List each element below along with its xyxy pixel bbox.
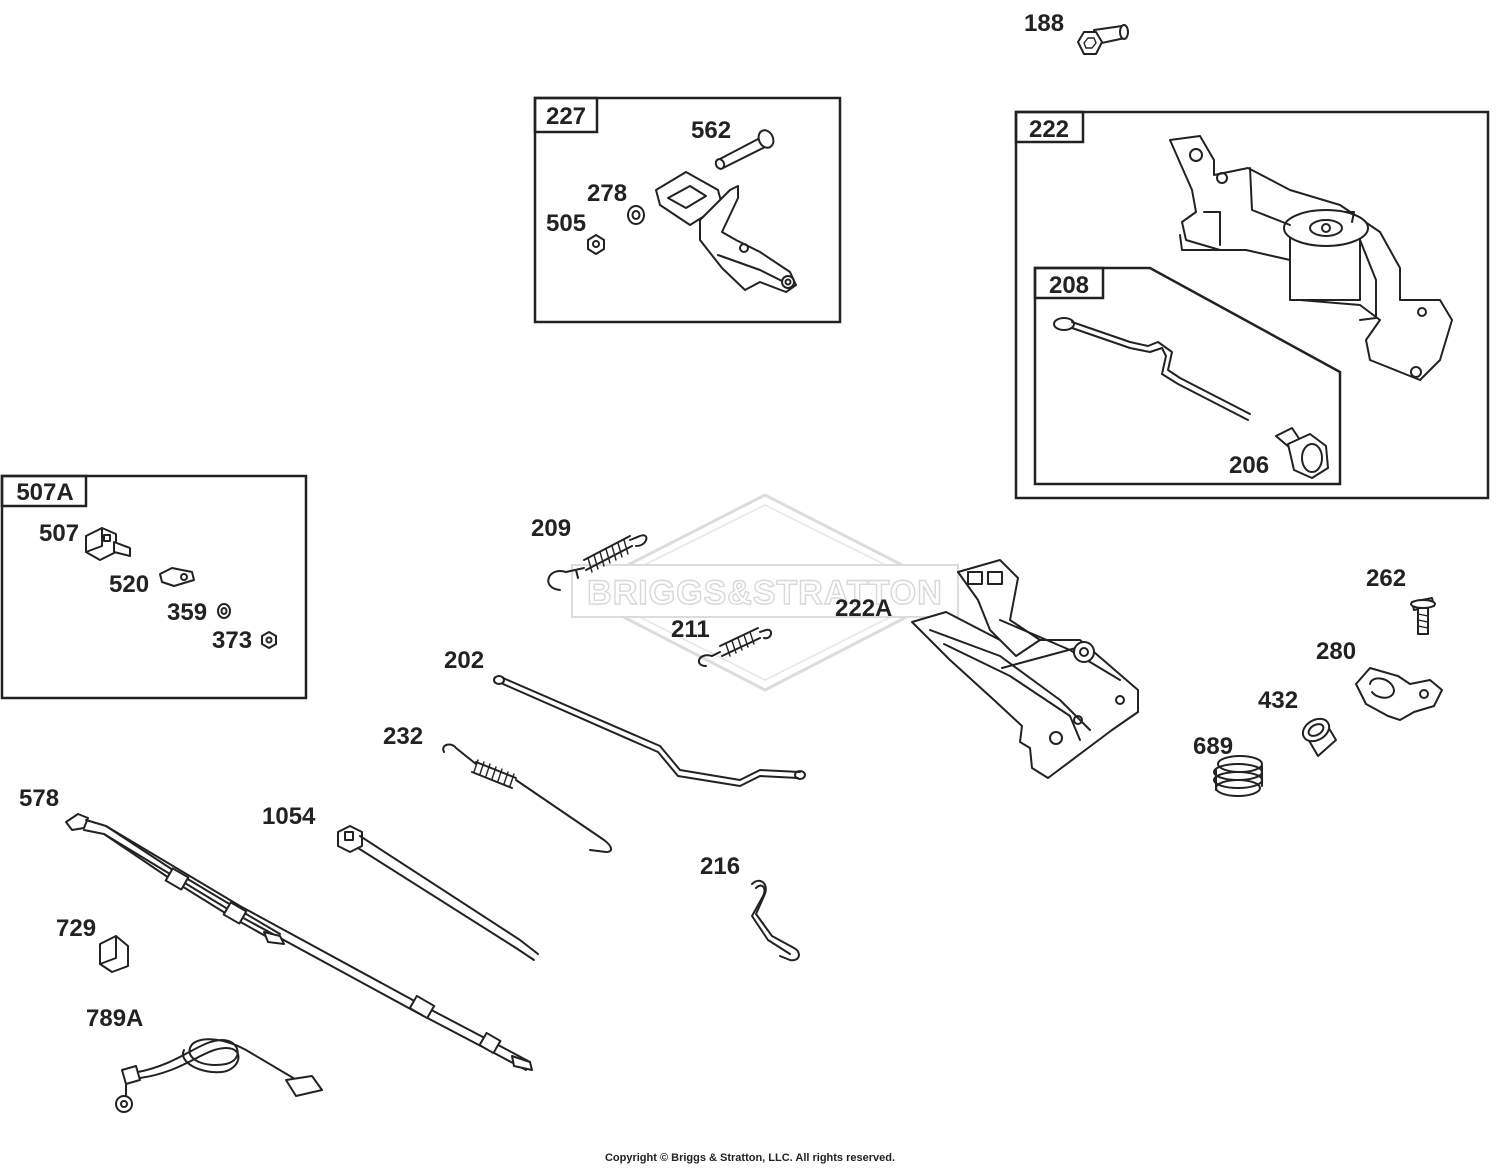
callout-729: 729 (56, 915, 96, 942)
copyright-notice: Copyright © Briggs & Stratton, LLC. All … (604, 1152, 896, 1164)
callout-209: 209 (531, 515, 571, 542)
nut-505[interactable] (587, 234, 605, 255)
callout-232: 232 (383, 723, 423, 750)
rod-202[interactable] (493, 675, 806, 787)
governor-bracket-222[interactable] (1169, 135, 1453, 381)
group-227: 227 (533, 96, 842, 324)
callout-262: 262 (1366, 565, 1406, 592)
callout-520: 520 (109, 571, 149, 598)
group-222: 222 (1014, 110, 1490, 500)
screw-262[interactable] (1410, 597, 1436, 635)
callout-578: 578 (19, 785, 59, 812)
callout-505: 505 (546, 210, 586, 237)
callout-689: 689 (1193, 733, 1233, 760)
cable-tie-1054[interactable] (337, 825, 539, 961)
callout-206: 206 (1229, 452, 1269, 479)
callout-507: 507 (39, 520, 79, 547)
spring-209[interactable] (547, 534, 648, 591)
control-plate-222a[interactable] (911, 559, 1139, 779)
link-216[interactable] (751, 879, 800, 962)
callout-359: 359 (167, 599, 207, 626)
spring-232[interactable] (442, 743, 612, 853)
nut-373[interactable] (261, 631, 277, 649)
group-227-label: 227 (546, 103, 586, 130)
group-208: 208 (1033, 266, 1342, 486)
group-208-label: 208 (1049, 272, 1089, 299)
knob-206[interactable] (1275, 427, 1329, 479)
washer-278[interactable] (627, 205, 645, 225)
group-507a: 507A (0, 474, 308, 700)
terminal-520[interactable] (159, 567, 195, 587)
callout-562: 562 (691, 117, 731, 144)
pin-562[interactable] (714, 128, 776, 170)
callout-278: 278 (587, 180, 627, 207)
callout-188: 188 (1024, 10, 1064, 37)
callout-432: 432 (1258, 687, 1298, 714)
brand-watermark: BRIGGS&STRATTON (571, 493, 959, 692)
callout-373: 373 (212, 627, 252, 654)
watermark-text: BRIGGS&STRATTON (587, 574, 943, 612)
spring-211[interactable] (697, 627, 772, 667)
ground-wire-789a[interactable] (115, 1038, 323, 1113)
callout-280: 280 (1316, 638, 1356, 665)
callout-1054: 1054 (262, 803, 316, 830)
callout-222a: 222A (835, 595, 892, 622)
control-bracket-227[interactable] (655, 171, 797, 293)
bolt-188[interactable] (1077, 24, 1129, 55)
switch-507[interactable] (85, 527, 131, 561)
bushing-432[interactable] (1299, 714, 1337, 757)
callout-216: 216 (700, 853, 740, 880)
group-222-label: 222 (1029, 116, 1069, 143)
lockwasher-359[interactable] (217, 603, 231, 619)
spring-689[interactable] (1213, 755, 1263, 797)
wire-harness-578[interactable] (65, 813, 533, 1071)
group-507a-label: 507A (16, 479, 73, 506)
clip-729[interactable] (99, 935, 129, 973)
bracket-280[interactable] (1355, 667, 1443, 721)
governor-rod-208[interactable] (1053, 317, 1251, 421)
callout-789a: 789A (86, 1005, 143, 1032)
callout-211: 211 (671, 616, 710, 643)
callout-202: 202 (444, 647, 484, 674)
